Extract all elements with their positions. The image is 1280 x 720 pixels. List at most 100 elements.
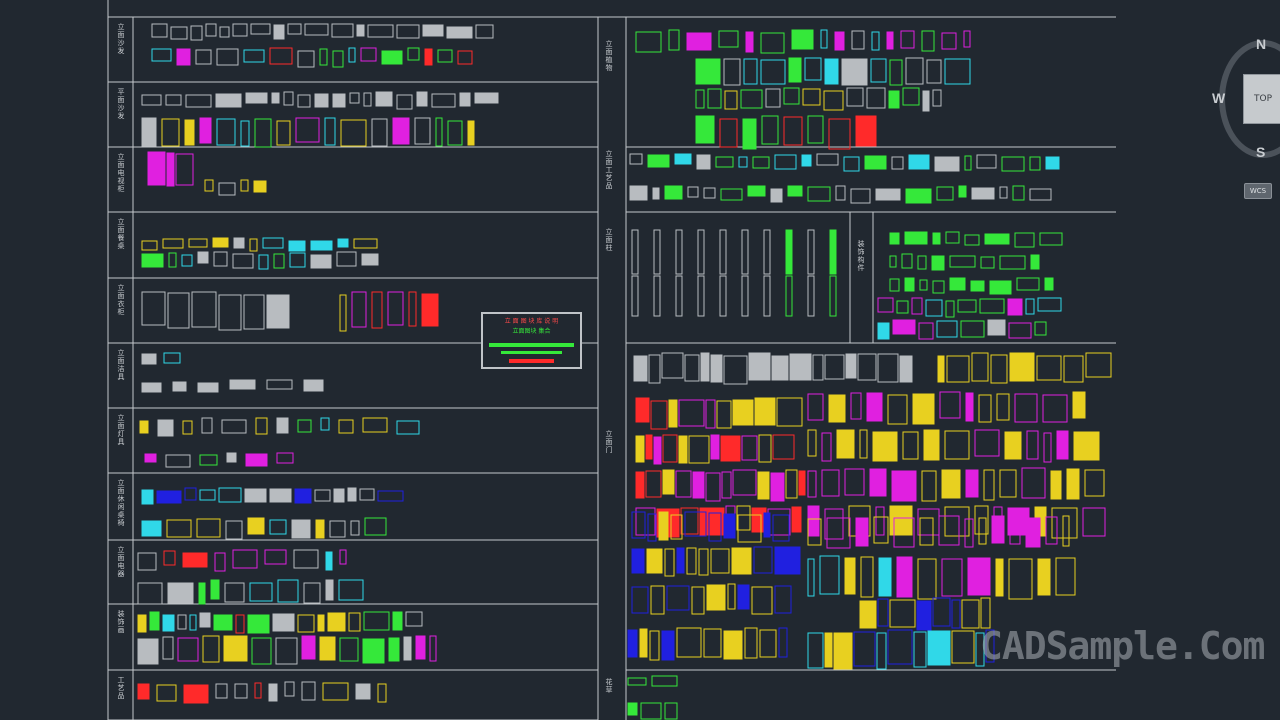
cad-block[interactable] xyxy=(951,630,975,664)
cad-block[interactable] xyxy=(1063,355,1084,383)
cad-block[interactable] xyxy=(349,92,360,104)
cad-block[interactable] xyxy=(1037,558,1051,596)
cad-block[interactable] xyxy=(407,47,420,61)
cad-block[interactable] xyxy=(205,23,217,37)
cad-block[interactable] xyxy=(283,91,294,106)
cad-block[interactable] xyxy=(149,611,160,631)
cad-block[interactable] xyxy=(141,240,158,251)
cad-block[interactable] xyxy=(1012,185,1025,201)
cad-block[interactable] xyxy=(1009,516,1021,545)
cad-block[interactable] xyxy=(723,513,736,539)
cad-block[interactable] xyxy=(949,255,976,268)
cad-block[interactable] xyxy=(467,120,475,146)
cad-block[interactable] xyxy=(314,489,331,502)
cad-block[interactable] xyxy=(896,300,909,314)
cad-block[interactable] xyxy=(821,432,832,462)
cad-block[interactable] xyxy=(785,275,793,317)
cad-block[interactable] xyxy=(1014,232,1035,248)
cad-block[interactable] xyxy=(791,29,814,50)
cad-block[interactable] xyxy=(700,352,710,382)
cad-block[interactable] xyxy=(377,683,387,703)
cad-block[interactable] xyxy=(156,684,177,702)
cad-block[interactable] xyxy=(975,632,985,667)
cad-block[interactable] xyxy=(745,31,754,53)
cad-block[interactable] xyxy=(664,702,678,720)
cad-block[interactable] xyxy=(661,352,684,379)
cad-block[interactable] xyxy=(184,119,195,146)
cad-block[interactable] xyxy=(1029,188,1052,201)
cad-block[interactable] xyxy=(314,93,329,108)
cad-block[interactable] xyxy=(936,320,958,338)
cad-block[interactable] xyxy=(276,120,291,146)
cad-block[interactable] xyxy=(1008,558,1033,600)
cad-block[interactable] xyxy=(741,275,749,317)
cad-block[interactable] xyxy=(758,434,772,463)
cad-block[interactable] xyxy=(331,23,354,38)
cad-block[interactable] xyxy=(1008,322,1032,339)
cad-block[interactable] xyxy=(1066,468,1080,500)
cad-block[interactable] xyxy=(360,47,377,62)
cad-block[interactable] xyxy=(752,156,770,169)
cad-block[interactable] xyxy=(716,400,732,429)
cad-block[interactable] xyxy=(157,419,174,437)
cad-block[interactable] xyxy=(232,23,248,37)
cad-block[interactable] xyxy=(759,629,777,658)
cad-block[interactable] xyxy=(631,511,646,539)
cad-block[interactable] xyxy=(710,548,730,574)
cad-block[interactable] xyxy=(662,469,675,495)
cad-block[interactable] xyxy=(627,702,638,716)
cad-block[interactable] xyxy=(176,48,191,66)
cad-block[interactable] xyxy=(258,254,269,270)
cad-block[interactable] xyxy=(1062,515,1070,547)
cad-block[interactable] xyxy=(753,546,773,574)
cad-block[interactable] xyxy=(356,24,365,37)
cad-block[interactable] xyxy=(276,417,289,434)
cad-block[interactable] xyxy=(744,627,758,659)
cad-block[interactable] xyxy=(639,628,648,658)
cad-block[interactable] xyxy=(459,92,471,107)
cad-block[interactable] xyxy=(824,632,833,668)
cad-block[interactable] xyxy=(980,597,991,629)
cad-block[interactable] xyxy=(629,153,643,165)
cad-block[interactable] xyxy=(807,470,817,498)
cad-block[interactable] xyxy=(294,488,312,504)
cad-block[interactable] xyxy=(721,471,732,499)
cad-block[interactable] xyxy=(1044,277,1054,291)
cad-block[interactable] xyxy=(324,117,336,146)
cad-block[interactable] xyxy=(668,29,680,51)
cad-block[interactable] xyxy=(1009,352,1035,382)
cad-block[interactable] xyxy=(457,50,473,65)
cad-block[interactable] xyxy=(719,275,727,317)
cad-block[interactable] xyxy=(202,635,220,663)
cad-block[interactable] xyxy=(829,275,837,317)
cad-block[interactable] xyxy=(1042,394,1068,423)
cad-block[interactable] xyxy=(889,599,916,628)
cad-block[interactable] xyxy=(245,453,268,467)
cad-block[interactable] xyxy=(339,637,359,662)
cad-block[interactable] xyxy=(262,237,284,249)
cad-block[interactable] xyxy=(989,280,1012,295)
cad-block[interactable] xyxy=(912,393,935,425)
cad-block[interactable] xyxy=(322,682,349,701)
cad-block[interactable] xyxy=(629,185,648,201)
cad-block[interactable] xyxy=(649,630,660,661)
cad-block[interactable] xyxy=(889,255,897,268)
cad-block[interactable] xyxy=(240,179,249,192)
cad-block[interactable] xyxy=(297,50,315,68)
cad-block[interactable] xyxy=(899,355,913,383)
cad-block[interactable] xyxy=(889,505,913,536)
cad-block[interactable] xyxy=(807,429,817,457)
cad-block[interactable] xyxy=(137,638,159,665)
cad-block[interactable] xyxy=(338,579,364,601)
cad-block[interactable] xyxy=(653,229,661,275)
cad-block[interactable] xyxy=(197,382,219,393)
cad-block[interactable] xyxy=(1043,432,1052,463)
cad-block[interactable] xyxy=(215,683,228,699)
cad-block[interactable] xyxy=(329,520,346,538)
cad-block[interactable] xyxy=(741,435,758,461)
cad-block[interactable] xyxy=(905,57,924,85)
cad-block[interactable] xyxy=(732,399,754,426)
cad-block[interactable] xyxy=(720,188,743,201)
cad-block[interactable] xyxy=(724,90,738,110)
cad-block[interactable] xyxy=(1029,156,1041,171)
